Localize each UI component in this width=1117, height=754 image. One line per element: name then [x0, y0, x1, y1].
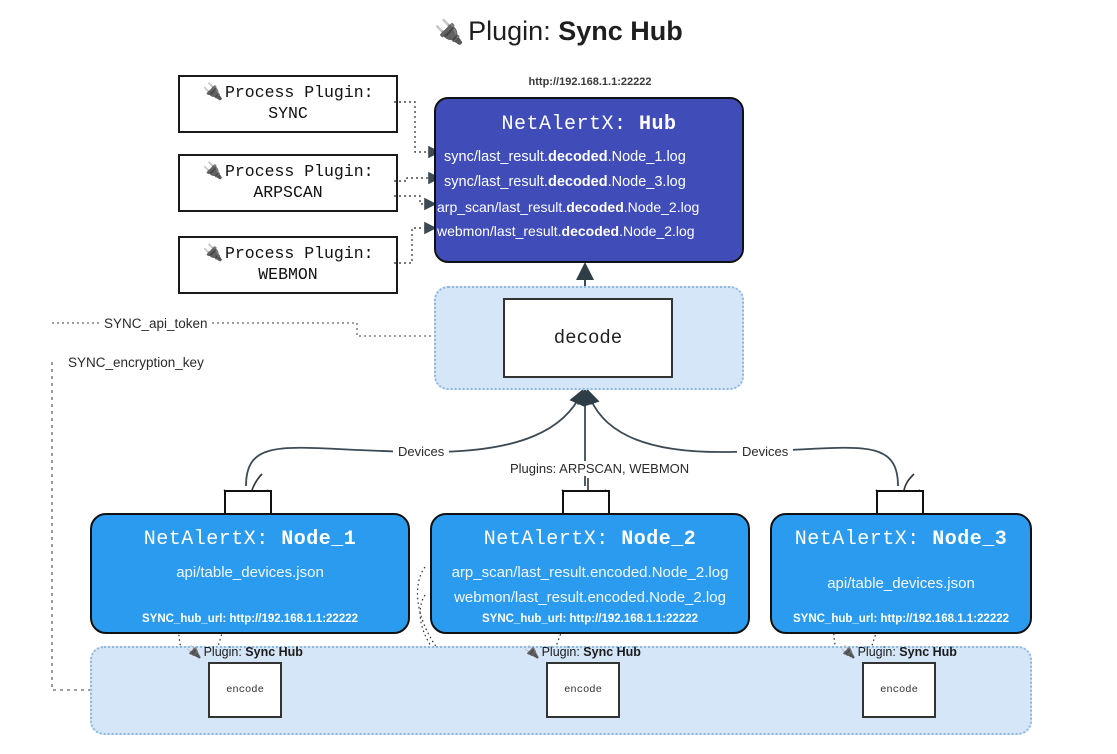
node-line: api/table_devices.json: [176, 564, 324, 581]
node-lines: arp_scan/last_result.encoded.Node_2.log …: [432, 560, 748, 610]
node-title-prefix: NetAlertX:: [483, 528, 609, 551]
encoder-plugin-label-1: 🔌Plugin: Sync Hub: [186, 645, 303, 659]
node-footer: SYNC_hub_url: http://192.168.1.1:22222: [792, 613, 1010, 625]
node-lines: api/table_devices.json: [772, 571, 1030, 596]
edge-label-devices-right: Devices: [737, 444, 794, 459]
process-plugin-webmon[interactable]: 🔌Process Plugin: WEBMON: [178, 236, 398, 294]
title-name: Sync Hub: [558, 16, 683, 46]
process-plugin-label: Process Plugin:: [225, 162, 374, 182]
process-plugin-name: ARPSCAN: [253, 183, 323, 202]
hub-log-item: sync/last_result.decoded.Node_1.log: [444, 149, 686, 165]
plug-icon: 🔌: [186, 645, 202, 659]
node-title-name: Node_2: [621, 528, 697, 551]
plug-icon: 🔌: [524, 645, 540, 659]
process-plugin-name: SYNC: [268, 104, 308, 123]
title-prefix: Plugin:: [468, 16, 551, 46]
hub-card[interactable]: NetAlertX: Hub sync/last_result.decoded.…: [434, 97, 744, 263]
hub-log-item: sync/last_result.decoded.Node_3.log: [444, 173, 686, 190]
encode-box-1[interactable]: encode: [208, 662, 282, 718]
hub-title-name: Hub: [639, 113, 677, 136]
hub-url: http://192.168.1.1:22222: [528, 76, 652, 88]
node-title-prefix: NetAlertX:: [143, 528, 269, 551]
hub-log-list: sync/last_result.decoded.Node_1.log sync…: [436, 145, 742, 243]
process-plugin-name: WEBMON: [258, 265, 318, 284]
encoder-plugin-label-3: 🔌Plugin: Sync Hub: [840, 645, 957, 659]
process-plugin-label: Process Plugin:: [225, 244, 374, 264]
process-plugin-arpscan[interactable]: 🔌Process Plugin: ARPSCAN: [178, 154, 398, 212]
node-title-prefix: NetAlertX:: [794, 528, 920, 551]
node-footer: SYNC_hub_url: http://192.168.1.1:22222: [141, 613, 359, 625]
process-plugin-label: Process Plugin:: [225, 83, 374, 103]
node-lines: api/table_devices.json: [92, 560, 408, 585]
hub-title-prefix: NetAlertX:: [501, 113, 627, 136]
plug-icon: 🔌: [202, 83, 223, 103]
plug-icon: 🔌: [434, 19, 465, 46]
encode-box-3[interactable]: encode: [862, 662, 936, 718]
sync-encryption-key-label: SYNC_encryption_key: [64, 355, 208, 370]
edge-label-plugins-center: Plugins: ARPSCAN, WEBMON: [505, 461, 695, 476]
plug-icon: 🔌: [840, 645, 856, 659]
hub-log-item: arp_scan/last_result.decoded.Node_2.log: [437, 198, 700, 215]
edge-label-devices-left: Devices: [393, 444, 450, 459]
process-plugin-sync[interactable]: 🔌Process Plugin: SYNC: [178, 75, 398, 133]
node-line: api/table_devices.json: [827, 575, 975, 592]
node-card-node-1[interactable]: NetAlertX: Node_1 api/table_devices.json…: [90, 513, 410, 634]
plug-icon: 🔌: [202, 244, 223, 264]
node-card-node-2[interactable]: NetAlertX: Node_2 arp_scan/last_result.e…: [430, 513, 750, 634]
decode-box[interactable]: decode: [503, 298, 673, 378]
encode-box-2[interactable]: encode: [546, 662, 620, 718]
plug-icon: 🔌: [202, 162, 223, 182]
node-title-name: Node_1: [281, 528, 357, 551]
encoder-plugin-label-2: 🔌Plugin: Sync Hub: [524, 645, 641, 659]
node-line: arp_scan/last_result.encoded.Node_2.log: [451, 564, 729, 581]
hub-log-item: webmon/last_result.decoded.Node_2.log: [437, 222, 695, 239]
page-title: 🔌Plugin: Sync Hub: [0, 16, 1117, 47]
node-footer: SYNC_hub_url: http://192.168.1.1:22222: [481, 613, 699, 625]
node-card-node-3[interactable]: NetAlertX: Node_3 api/table_devices.json…: [770, 513, 1032, 634]
node-line: webmon/last_result.encoded.Node_2.log: [454, 589, 726, 607]
sync-api-token-label: SYNC_api_token: [100, 316, 212, 331]
node-title-name: Node_3: [932, 528, 1008, 551]
